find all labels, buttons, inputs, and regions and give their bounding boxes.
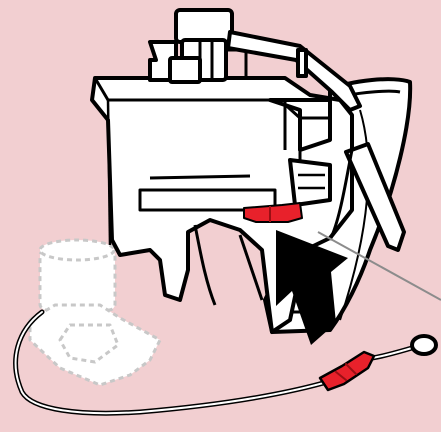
diagram-stage xyxy=(0,0,441,432)
appliance-diagram xyxy=(0,0,441,432)
